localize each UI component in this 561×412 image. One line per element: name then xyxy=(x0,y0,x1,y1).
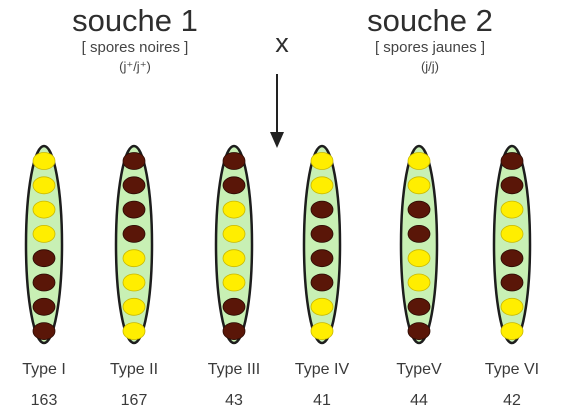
black-spore xyxy=(501,274,523,291)
ascus-type-count: 41 xyxy=(282,392,362,410)
black-spore xyxy=(33,323,55,340)
ascus-type-label: Type III xyxy=(194,361,274,379)
black-spore xyxy=(123,153,145,170)
black-spore xyxy=(33,250,55,267)
black-spore xyxy=(408,201,430,218)
yellow-spore xyxy=(408,177,430,194)
yellow-spore xyxy=(408,274,430,291)
ascus-type-2 xyxy=(116,146,152,343)
yellow-spore xyxy=(33,225,55,242)
yellow-spore xyxy=(123,323,145,340)
black-spore xyxy=(33,298,55,315)
black-spore xyxy=(223,177,245,194)
asci-diagram xyxy=(0,0,561,360)
ascus-type-label: Type I xyxy=(4,361,84,379)
black-spore xyxy=(311,225,333,242)
yellow-spore xyxy=(501,225,523,242)
ascus-type-count: 44 xyxy=(379,392,459,410)
black-spore xyxy=(311,250,333,267)
black-spore xyxy=(123,201,145,218)
ascus-type-count: 163 xyxy=(4,392,84,410)
black-spore xyxy=(123,225,145,242)
ascus-type-count: 43 xyxy=(194,392,274,410)
yellow-spore xyxy=(223,250,245,267)
yellow-spore xyxy=(33,201,55,218)
black-spore xyxy=(501,177,523,194)
black-spore xyxy=(311,201,333,218)
ascus-type-label: TypeV xyxy=(379,361,459,379)
black-spore xyxy=(33,274,55,291)
yellow-spore xyxy=(223,274,245,291)
black-spore xyxy=(501,153,523,170)
yellow-spore xyxy=(311,298,333,315)
ascus-type-6 xyxy=(494,146,530,343)
yellow-spore xyxy=(501,298,523,315)
ascus-type-label: Type VI xyxy=(472,361,552,379)
black-spore xyxy=(408,225,430,242)
ascus-type-count: 167 xyxy=(94,392,174,410)
black-spore xyxy=(223,323,245,340)
ascus-type-5 xyxy=(401,146,437,343)
yellow-spore xyxy=(123,274,145,291)
ascus-type-4 xyxy=(304,146,340,343)
ascus-type-1 xyxy=(26,146,62,343)
ascus-type-count: 42 xyxy=(472,392,552,410)
ascus-type-label: Type II xyxy=(94,361,174,379)
black-spore xyxy=(223,298,245,315)
black-spore xyxy=(408,323,430,340)
black-spore xyxy=(123,177,145,194)
yellow-spore xyxy=(223,225,245,242)
yellow-spore xyxy=(408,153,430,170)
yellow-spore xyxy=(223,201,245,218)
yellow-spore xyxy=(408,250,430,267)
black-spore xyxy=(311,274,333,291)
yellow-spore xyxy=(33,177,55,194)
black-spore xyxy=(408,298,430,315)
yellow-spore xyxy=(33,153,55,170)
yellow-spore xyxy=(311,323,333,340)
yellow-spore xyxy=(311,177,333,194)
ascus-type-label: Type IV xyxy=(282,361,362,379)
black-spore xyxy=(223,153,245,170)
yellow-spore xyxy=(501,323,523,340)
yellow-spore xyxy=(501,201,523,218)
ascus-type-3 xyxy=(216,146,252,343)
yellow-spore xyxy=(123,298,145,315)
yellow-spore xyxy=(123,250,145,267)
yellow-spore xyxy=(311,153,333,170)
black-spore xyxy=(501,250,523,267)
